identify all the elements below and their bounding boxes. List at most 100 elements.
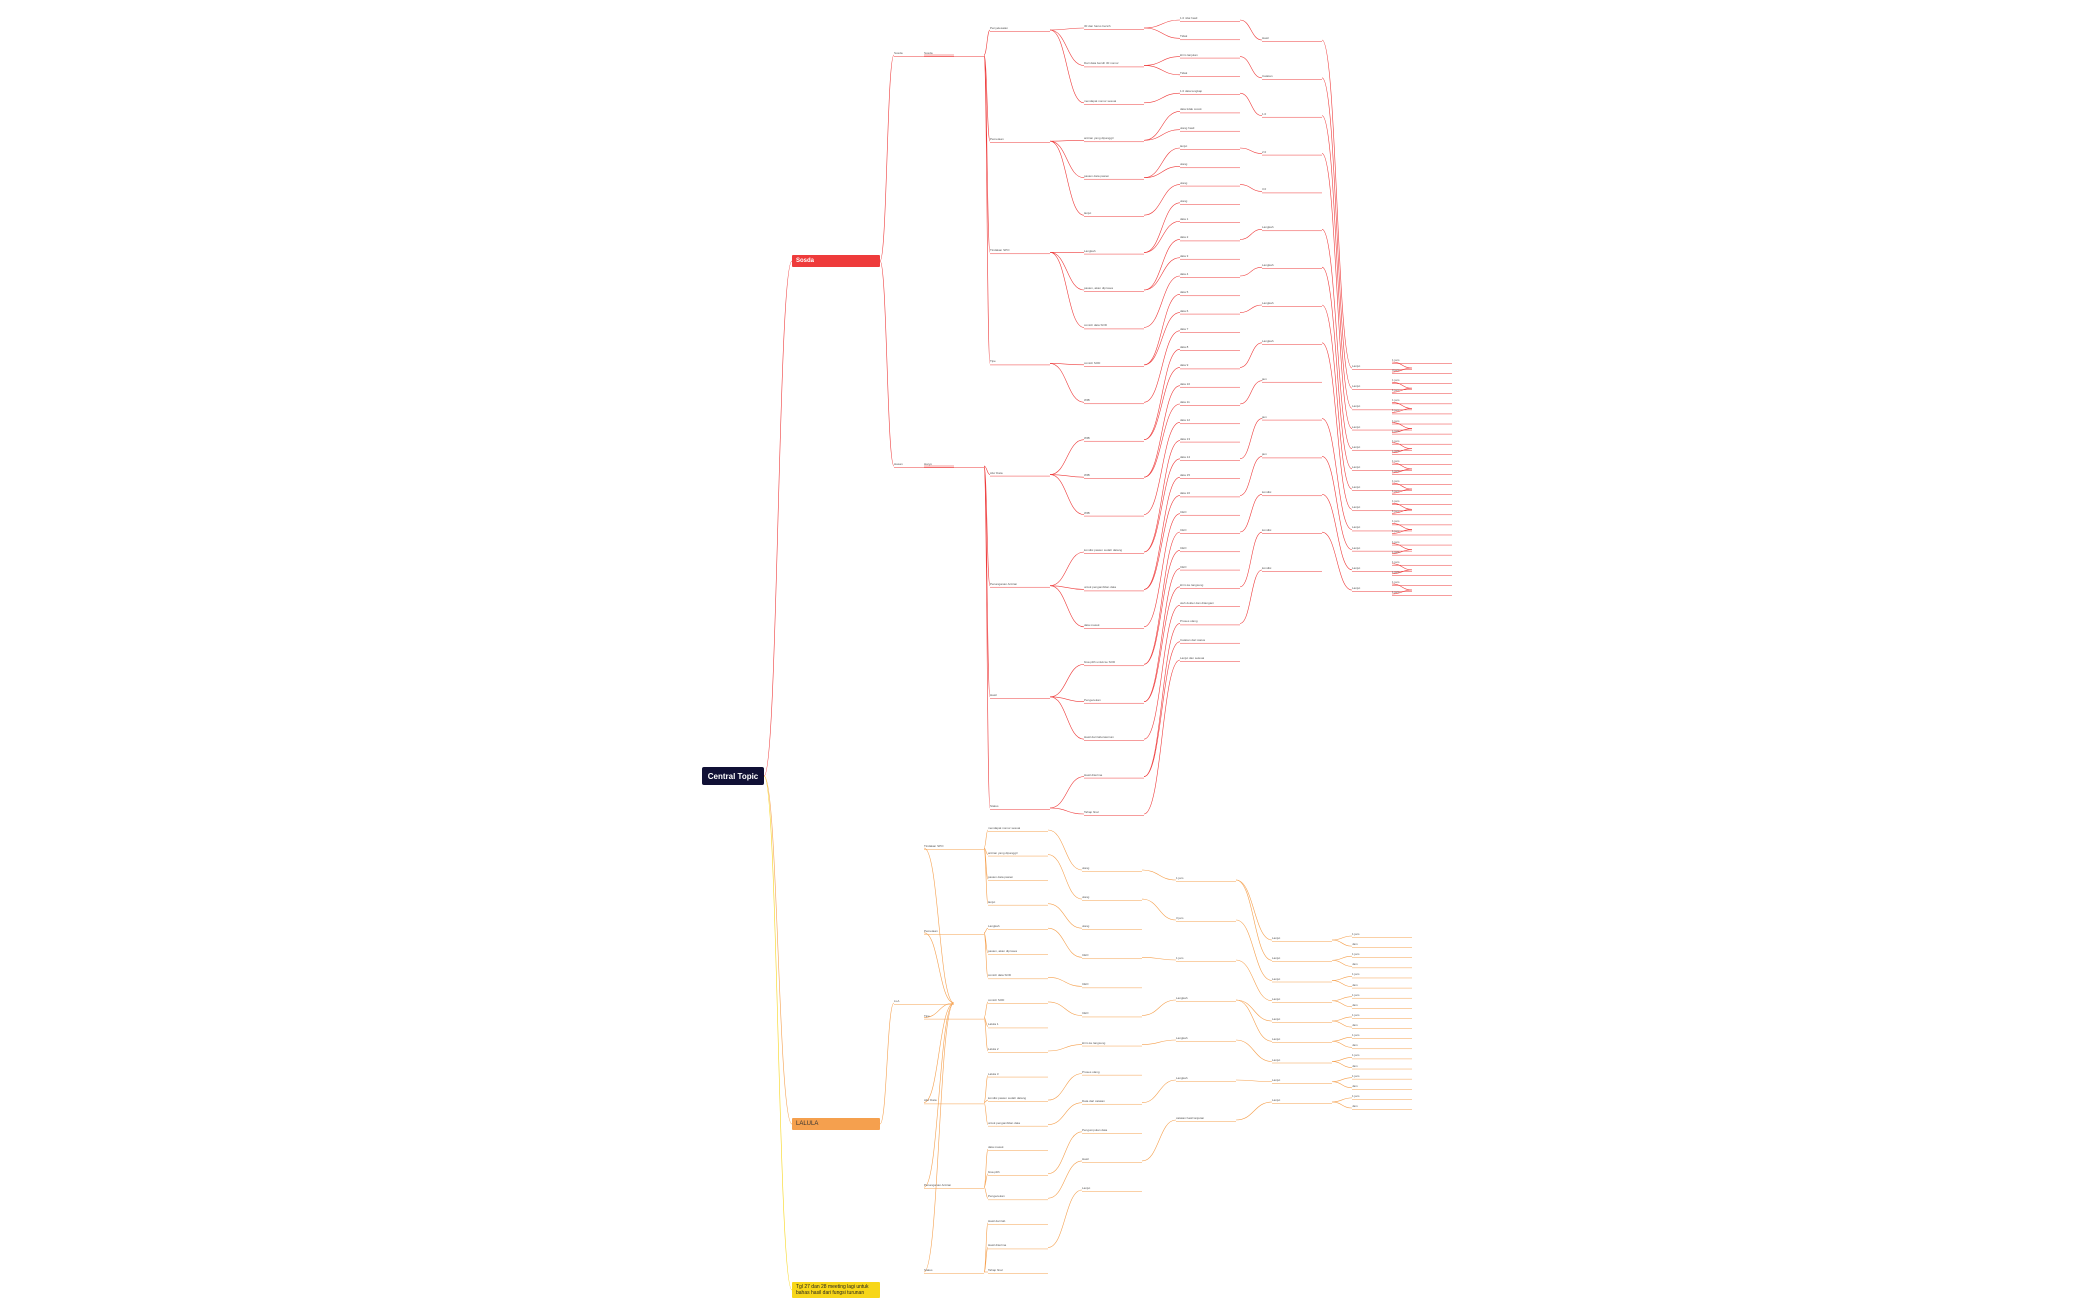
node-label[interactable]: Hasil diterima: [1084, 772, 1103, 777]
node-label[interactable]: 1.0 data lengkap: [1180, 89, 1203, 94]
node-label[interactable]: Lanjut: [1272, 1098, 1281, 1102]
node-label[interactable]: Hasil: [990, 692, 997, 697]
node-label[interactable]: contoh SOD: [988, 997, 1005, 1002]
node-label[interactable]: Pengecekan: [988, 1194, 1005, 1199]
node-label[interactable]: WIB: [1084, 510, 1090, 515]
node-label[interactable]: Lanjut: [1352, 586, 1361, 590]
node-label[interactable]: Hasil diterima: [988, 1243, 1007, 1248]
node-label[interactable]: antrian yang dipanggil: [1084, 136, 1114, 141]
node-label[interactable]: Dari data bersih 30 nomor: [1084, 61, 1119, 66]
node-label[interactable]: Lanjut: [1352, 485, 1361, 490]
node-label[interactable]: 1 jam: [1392, 569, 1400, 574]
node-label[interactable]: Tindakan SPO: [990, 248, 1010, 253]
node-label[interactable]: 1 jam: [1352, 1093, 1360, 1098]
node-label[interactable]: Hasil: [1262, 36, 1269, 40]
node-label[interactable]: 1 jam: [1352, 1012, 1360, 1017]
node-label[interactable]: Jam: [1352, 1104, 1358, 1108]
node-label[interactable]: untuk pengambilan data: [1084, 585, 1117, 590]
node-label[interactable]: lanjut: [1180, 144, 1188, 148]
node-label[interactable]: Tahap final: [988, 1268, 1003, 1272]
node-label[interactable]: WIB: [1084, 435, 1090, 440]
node-label[interactable]: 1 jam: [1392, 559, 1400, 564]
node-label[interactable]: Tindakan SPO: [924, 844, 944, 848]
node-label[interactable]: Hasan: [894, 462, 903, 466]
node-label[interactable]: ulang hasil: [1180, 125, 1195, 130]
node-label[interactable]: 1 jam: [1176, 956, 1184, 960]
node-label[interactable]: Lanjut: [1352, 404, 1361, 409]
node-label[interactable]: CEO: [1180, 546, 1187, 551]
node-label[interactable]: Tahap final: [1084, 810, 1099, 814]
node-label[interactable]: Lalula 1: [988, 1022, 999, 1027]
node-label[interactable]: Penanganan Antrian: [924, 1183, 952, 1188]
node-label[interactable]: 1 jam: [1352, 1053, 1360, 1058]
node-label[interactable]: data tidak cocok: [1180, 107, 1202, 112]
node-label[interactable]: data 7: [1180, 326, 1189, 331]
node-label[interactable]: 1.0: [1262, 111, 1267, 116]
node-label[interactable]: 1 jam: [1392, 448, 1400, 453]
node-label[interactable]: 1 jam: [1392, 388, 1400, 393]
node-label[interactable]: kondisi pasien sudah datang: [1084, 548, 1123, 552]
node-label[interactable]: kondisi: [1262, 566, 1272, 570]
node-label[interactable]: 1 jam: [1392, 529, 1400, 534]
node-label[interactable]: Sosda: [894, 51, 903, 55]
node-label[interactable]: bisa pilih untuk ke SOD: [1084, 660, 1116, 665]
node-label[interactable]: 1 jam: [1392, 549, 1400, 554]
node-label[interactable]: data 15: [1180, 473, 1191, 478]
node-label[interactable]: data 11: [1180, 400, 1190, 404]
node-label[interactable]: Lanjut: [1352, 384, 1361, 389]
node-label[interactable]: 1 jam: [1392, 438, 1400, 443]
node-label[interactable]: 3 jam: [1392, 368, 1400, 373]
node-label[interactable]: Hasil dari lab: [988, 1218, 1006, 1223]
node-label[interactable]: CEO: [1082, 1011, 1089, 1016]
node-label[interactable]: 1.0 nilai hasil: [1180, 16, 1198, 20]
node-label[interactable]: antrian yang dipanggil: [988, 850, 1018, 855]
node-label[interactable]: 1 jam: [1392, 398, 1400, 403]
node-label[interactable]: data 9: [1180, 363, 1189, 368]
node-label[interactable]: catatan hasil lanjutan: [1176, 1116, 1205, 1120]
node-label[interactable]: Tidak: [1180, 34, 1188, 39]
node-label[interactable]: 1 jam: [1392, 418, 1400, 423]
node-label[interactable]: Lanjut: [1272, 1077, 1281, 1082]
node-label[interactable]: bisa pilih: [988, 1169, 1000, 1174]
node-label[interactable]: Hasil dari laboratorium: [1084, 735, 1115, 740]
node-label[interactable]: ulang: [1082, 895, 1090, 900]
node-label[interactable]: kondisi: [1262, 528, 1272, 533]
node-label[interactable]: Lanjut: [1352, 444, 1361, 449]
node-label[interactable]: 1 jam: [1392, 468, 1400, 473]
node-label[interactable]: Jam: [1352, 962, 1358, 967]
node-label[interactable]: Proses ulang: [1082, 1069, 1100, 1074]
node-label[interactable]: Lanjut: [1272, 1057, 1281, 1062]
node-label[interactable]: CEO: [1082, 982, 1089, 987]
node-label[interactable]: 1 jam: [1352, 1033, 1360, 1038]
node-label[interactable]: Status: [924, 1268, 933, 1272]
node-label[interactable]: Pengecekan: [1084, 697, 1101, 702]
node-label[interactable]: Lanjut: [1352, 545, 1361, 550]
node-label[interactable]: data 6: [1180, 308, 1189, 313]
node-label[interactable]: ulang: [1082, 924, 1090, 929]
node-label[interactable]: Langkah: [1262, 338, 1274, 343]
node-label[interactable]: Jam: [1352, 1063, 1358, 1068]
node-label[interactable]: mendapat nomor sesuai: [988, 826, 1021, 830]
node-label[interactable]: CEO: [1180, 564, 1187, 569]
node-label[interactable]: mendapat nomor sesuai: [1084, 98, 1117, 103]
node-label[interactable]: jam: [1262, 452, 1267, 457]
node-label[interactable]: pasien, akan diproses: [988, 948, 1018, 953]
node-label[interactable]: oleh dokter dan ditangani: [1180, 601, 1214, 606]
node-label[interactable]: 1 jam: [1392, 458, 1400, 463]
node-label[interactable]: contoh data SOD: [988, 973, 1012, 978]
branch-yellow[interactable]: Tgl 27 dan 28 meeting lagi untuk bahas h…: [792, 1282, 880, 1298]
node-label[interactable]: Lanjut: [1352, 525, 1361, 530]
node-label[interactable]: Jam: [1352, 1023, 1358, 1028]
node-label[interactable]: 1 jam: [1392, 408, 1400, 413]
node-label[interactable]: Lanjut: [1272, 956, 1281, 961]
node-label[interactable]: 1 jam: [1176, 876, 1184, 880]
node-label[interactable]: ulang: [1082, 866, 1090, 870]
node-label[interactable]: Lanjut: [1352, 565, 1361, 570]
node-label[interactable]: untuk pengambilan data: [988, 1120, 1021, 1125]
node-label[interactable]: Status: [990, 804, 999, 808]
node-label[interactable]: data masuk: [988, 1145, 1004, 1150]
node-label[interactable]: Langkah: [1084, 248, 1096, 253]
node-label[interactable]: Penanganan Antrian: [990, 581, 1018, 586]
branch-red[interactable]: Sosda: [792, 255, 880, 267]
node-label[interactable]: 1 jam: [1392, 539, 1400, 544]
